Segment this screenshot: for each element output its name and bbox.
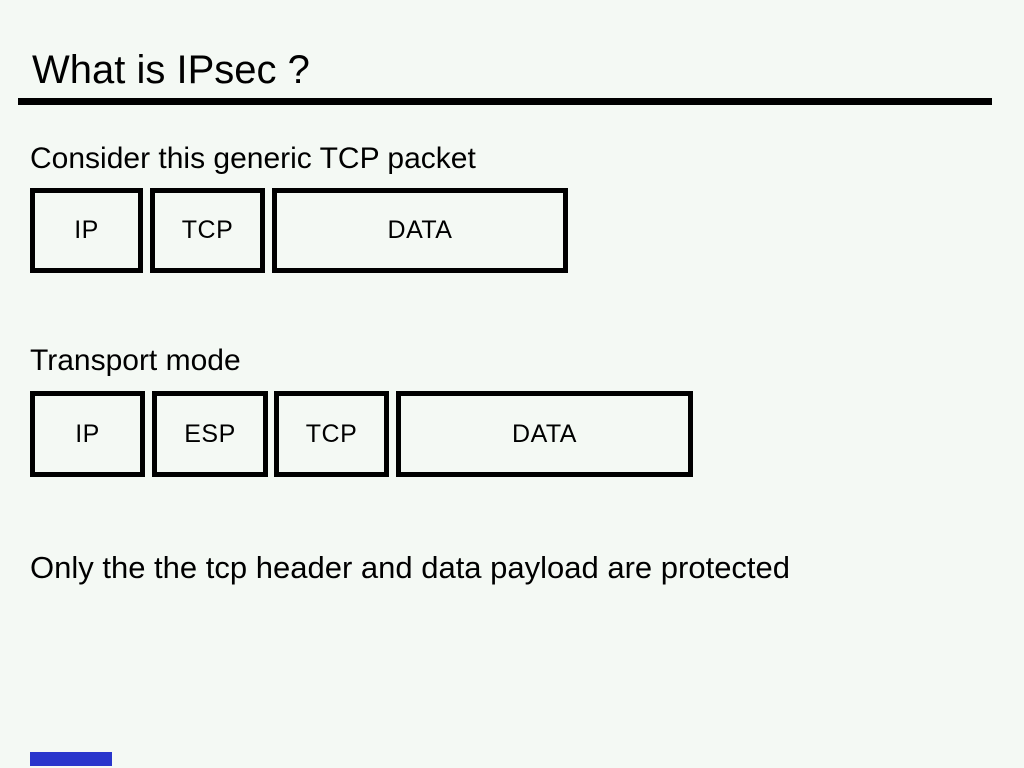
generic-packet-segment-tcp: TCP (150, 188, 265, 273)
transport-packet-segment-ip: IP (30, 391, 145, 477)
transport-packet-segment-esp: ESP (152, 391, 268, 477)
title-underline-rule (18, 98, 992, 105)
slide-title: What is IPsec ? (32, 48, 310, 92)
segment-label-data: DATA (387, 216, 453, 244)
generic-packet-segment-data: DATA (272, 188, 568, 273)
generic-packet-segment-ip: IP (30, 188, 143, 273)
segment-label-tcp: TCP (181, 216, 234, 244)
transport-packet-segment-tcp: TCP (274, 391, 389, 477)
segment-label-tcp: TCP (305, 419, 358, 448)
generic-packet-caption: Consider this generic TCP packet (30, 142, 476, 175)
transport-packet-segment-data: DATA (396, 391, 693, 477)
segment-label-ip: IP (75, 419, 100, 448)
segment-label-esp: ESP (184, 419, 236, 448)
segment-label-data: DATA (512, 419, 577, 448)
protection-note: Only the the tcp header and data payload… (30, 550, 791, 585)
transport-mode-caption: Transport mode (30, 344, 241, 377)
footer-accent-bar (30, 752, 112, 766)
segment-label-ip: IP (74, 216, 99, 244)
